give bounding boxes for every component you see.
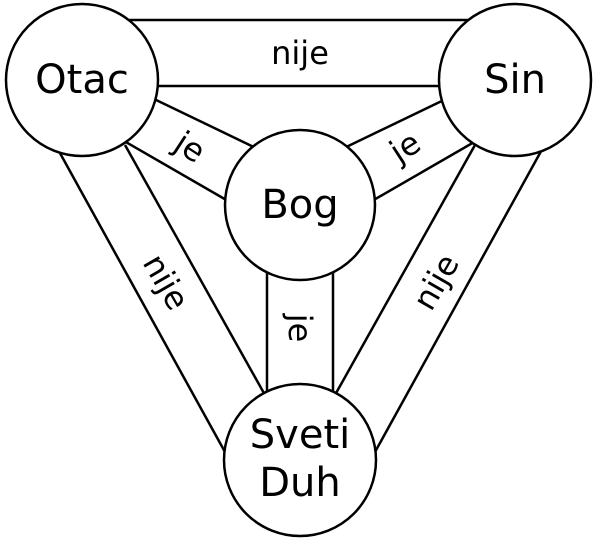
node-label-spirit-line2: Duh <box>259 460 341 506</box>
band-father-spirit <box>48 134 267 453</box>
edge-label-father-god: je <box>167 123 213 171</box>
node-spirit: Sveti Duh <box>222 382 378 538</box>
node-father: Otac <box>4 2 160 158</box>
node-god: Bog <box>223 128 377 282</box>
edge-label-spirit-god: je <box>281 313 319 343</box>
band-son-spirit <box>333 134 552 453</box>
node-label-son: Sin <box>484 57 546 103</box>
node-label-father: Otac <box>35 57 129 103</box>
edge-label-father-son: nije <box>271 34 329 72</box>
edge-label-son-spirit: nije <box>405 247 467 316</box>
edge-label-son-god: je <box>382 123 428 171</box>
band-spirit-god <box>265 260 335 400</box>
node-son: Sin <box>437 2 593 158</box>
node-label-spirit-line1: Sveti <box>250 412 350 458</box>
node-label-god: Bog <box>261 182 338 228</box>
